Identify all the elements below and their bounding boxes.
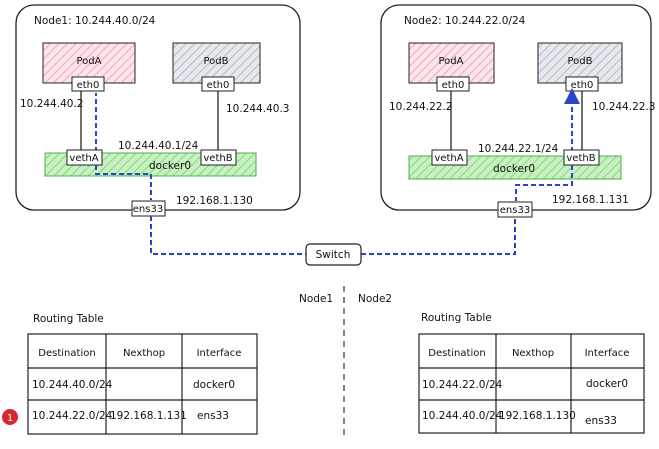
node2-vetha xyxy=(431,149,468,166)
node1-podb-eth0-label: eth0 xyxy=(207,80,230,91)
routing-table-2 xyxy=(418,333,645,434)
node1-poda-ip: 10.244.40.2 xyxy=(20,98,83,110)
table1-r2-iface: ens33 xyxy=(197,410,229,422)
node1-ens33-label: ens33 xyxy=(133,204,163,215)
table1-r1-iface: docker0 xyxy=(193,379,235,391)
table2-r2-next: 192.168.1.130 xyxy=(499,410,576,422)
table1-header-nexthop: Nexthop xyxy=(123,348,165,359)
node1-poda-label: PodA xyxy=(77,56,102,67)
step-badge-label: 1 xyxy=(7,413,13,424)
node2-podb-label: PodB xyxy=(568,56,593,67)
divider-label-node2: Node2 xyxy=(358,293,392,305)
node2-host-ip: 192.168.1.131 xyxy=(552,194,629,206)
node1-docker0-label: docker0 xyxy=(149,160,191,172)
node1-title: Node1: 10.244.40.0/24 xyxy=(34,15,156,27)
table1-header-destination: Destination xyxy=(38,348,95,359)
table2-header-nexthop: Nexthop xyxy=(512,348,554,359)
table1-title: Routing Table xyxy=(33,313,104,325)
node1-poda-eth0-label: eth0 xyxy=(77,80,100,91)
table2-r2-iface: ens33 xyxy=(585,415,617,427)
node2-poda-ip: 10.244.22.2 xyxy=(389,101,452,113)
routing-table-1 xyxy=(27,333,258,435)
table2-r1-iface: docker0 xyxy=(586,378,628,390)
switch-path xyxy=(150,216,306,255)
node2-bridge-ip: 10.244.22.1/24 xyxy=(478,143,559,155)
step-badge xyxy=(2,409,18,425)
table2-header-destination: Destination xyxy=(428,348,485,359)
node1-vetha xyxy=(66,149,103,166)
node2-docker0-label: docker0 xyxy=(493,163,535,175)
node1-host-ip: 192.168.1.130 xyxy=(176,195,253,207)
table1-header-interface: Interface xyxy=(197,348,242,359)
node2-ens33-label: ens33 xyxy=(500,205,530,216)
table2-r2-dest: 10.244.40.0/24 xyxy=(422,410,503,422)
table2-r1-dest: 10.244.22.0/24 xyxy=(422,379,503,391)
node2-poda-eth0 xyxy=(436,76,470,92)
node2-podb-ip: 10.244.22.3 xyxy=(592,101,655,113)
node1-ens33 xyxy=(131,200,166,217)
node2-title: Node2: 10.244.22.0/24 xyxy=(404,15,526,27)
node2-poda-label: PodA xyxy=(439,56,464,67)
node1-poda-eth0 xyxy=(71,76,105,92)
node2-vethb-label: vethB xyxy=(566,153,595,164)
node1-vethb xyxy=(200,149,237,166)
switch-box xyxy=(305,243,362,266)
node2-vethb xyxy=(563,149,600,166)
node2-poda-box xyxy=(408,42,495,84)
node2-poda-eth0-label: eth0 xyxy=(442,80,465,91)
node1-vethb-label: vethB xyxy=(203,153,232,164)
switch-label: Switch xyxy=(316,249,351,261)
node1-podb-label: PodB xyxy=(204,56,229,67)
table1-r1-dest: 10.244.40.0/24 xyxy=(32,379,113,391)
divider-label-node1: Node1 xyxy=(299,293,333,305)
node2-vetha-label: vethA xyxy=(434,153,463,164)
table1-r2-dest: 10.244.22.0/24 xyxy=(32,410,113,422)
node1-podb-box xyxy=(172,42,261,84)
table2-header-interface: Interface xyxy=(585,348,630,359)
node2-podb-eth0-label: eth0 xyxy=(571,80,594,91)
node1-vetha-label: vethA xyxy=(69,153,98,164)
table2-title: Routing Table xyxy=(421,312,492,324)
table1-r2-next: 192.168.1.131 xyxy=(110,410,187,422)
node2-podb-box xyxy=(537,42,623,84)
node2-ens33 xyxy=(497,201,533,218)
node1-bridge-ip: 10.244.40.1/24 xyxy=(118,140,199,152)
node1-podb-ip: 10.244.40.3 xyxy=(226,103,289,115)
